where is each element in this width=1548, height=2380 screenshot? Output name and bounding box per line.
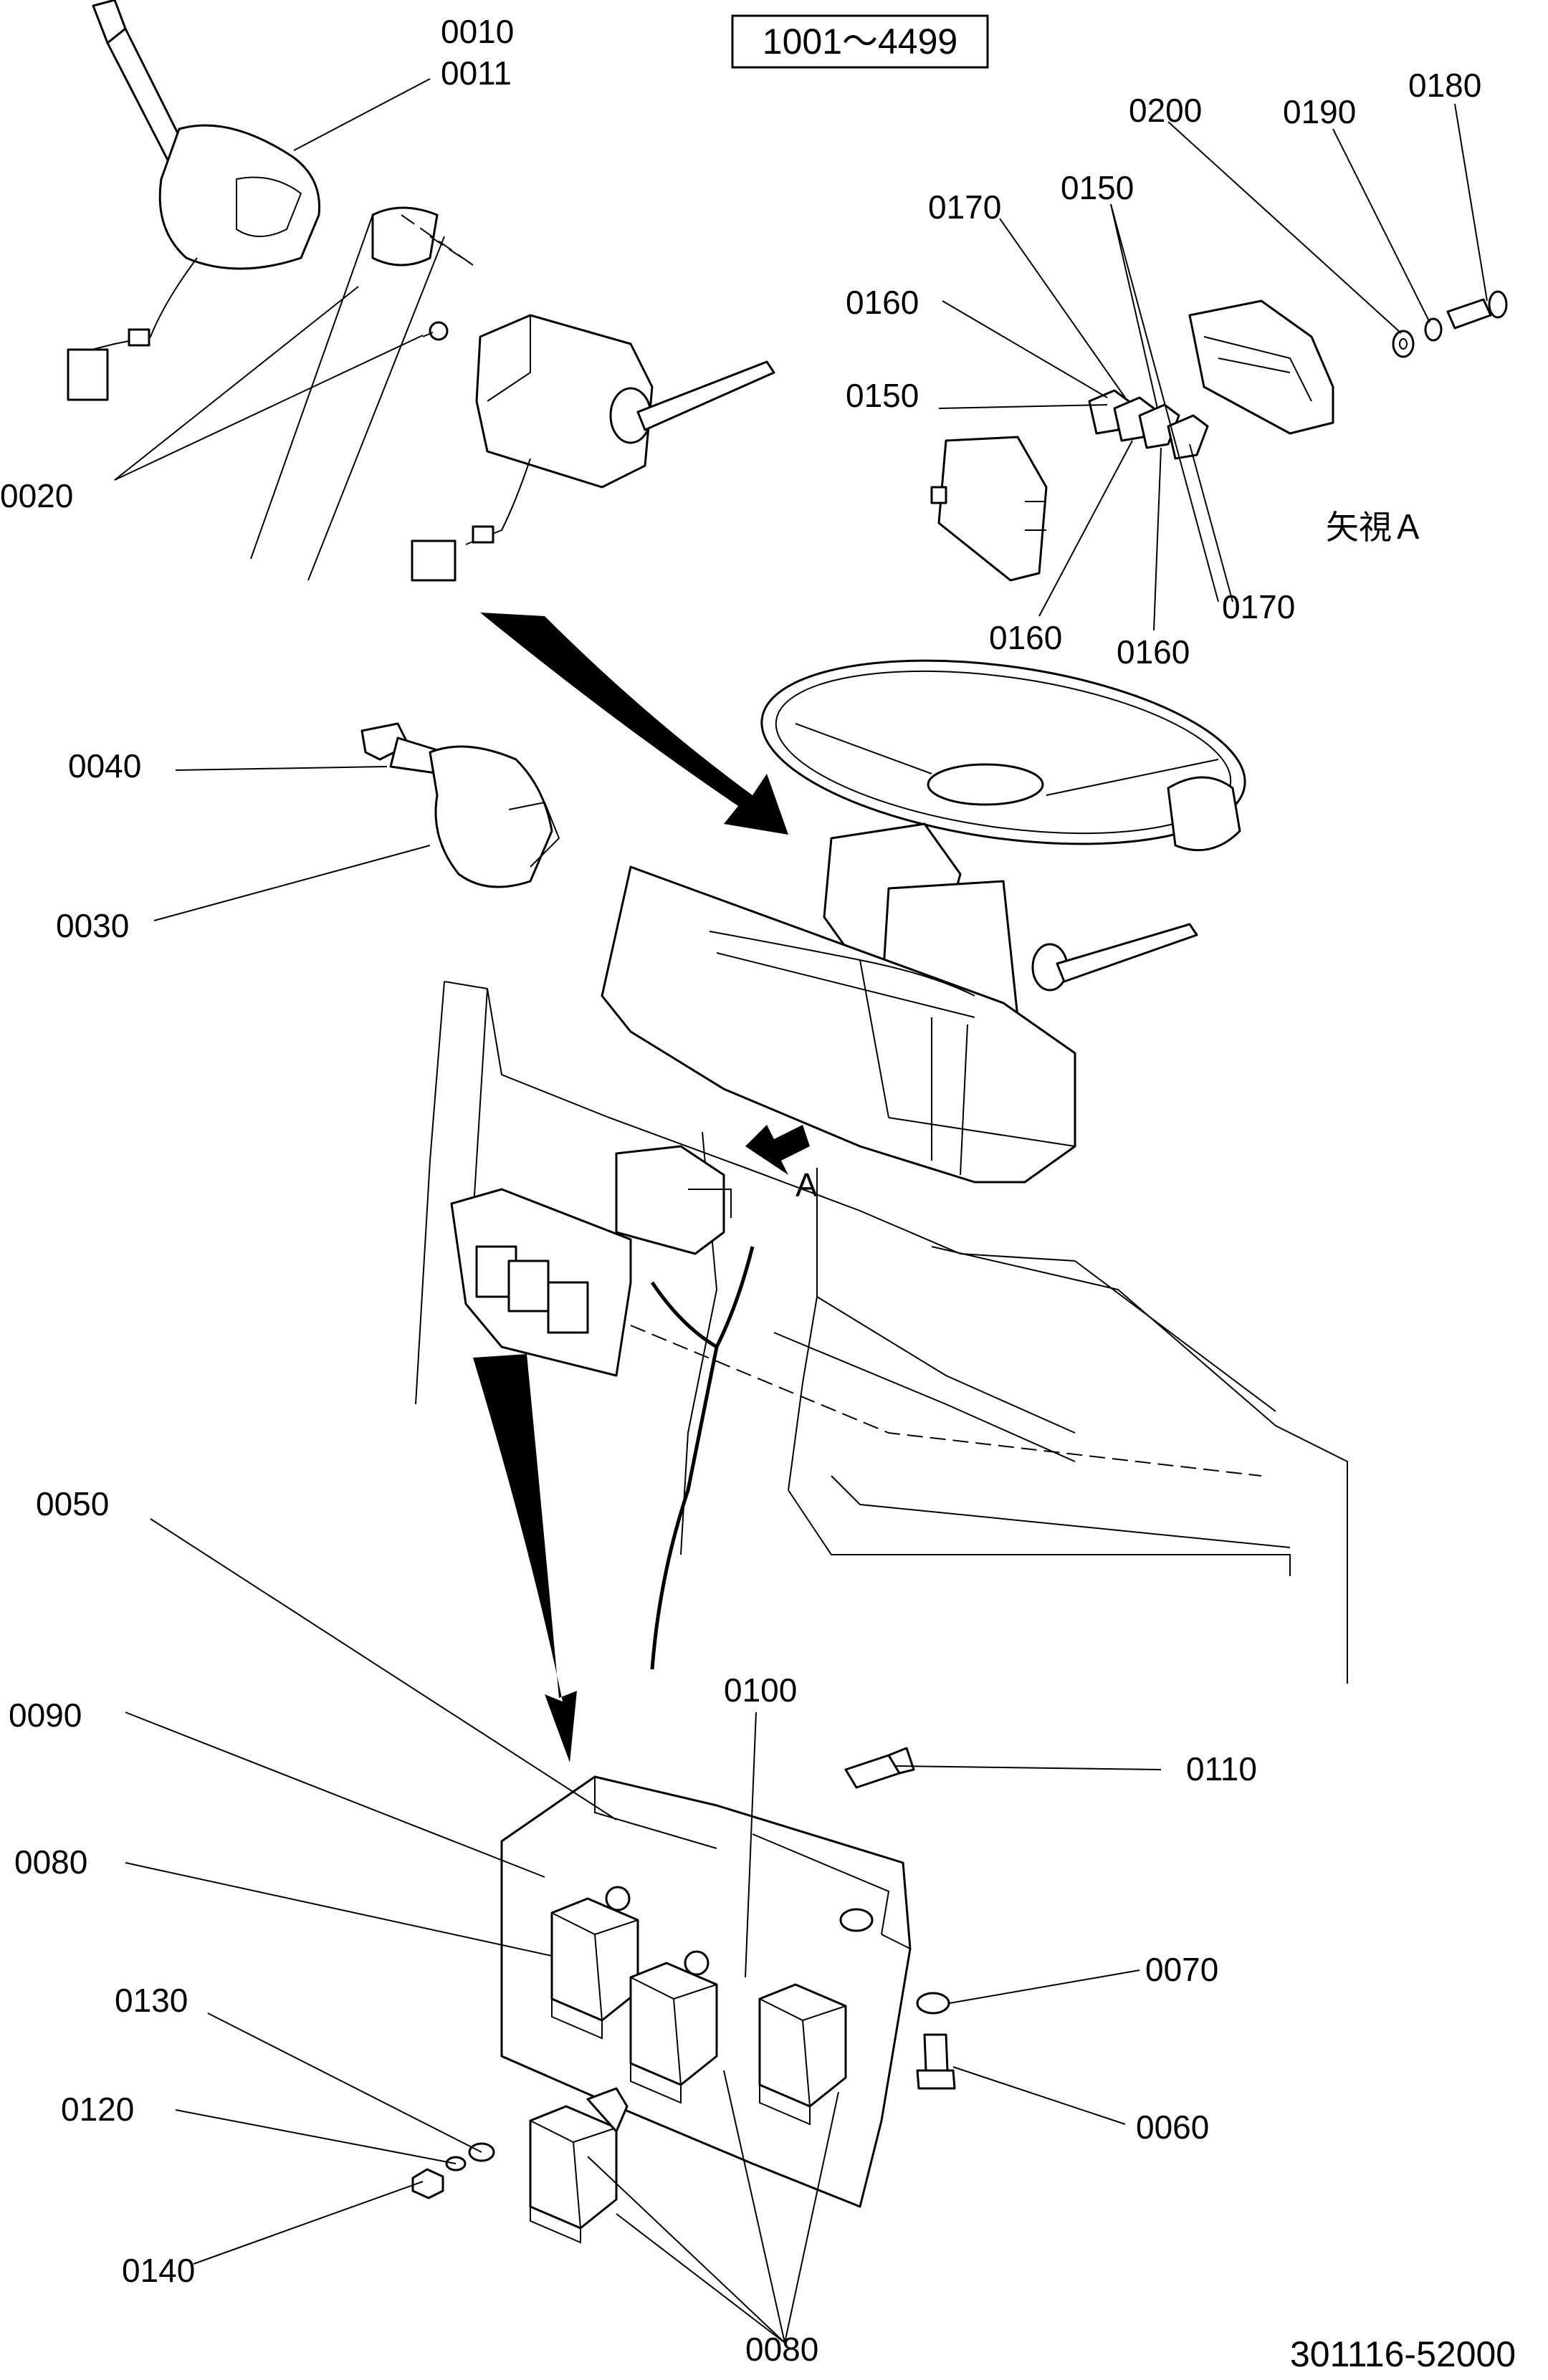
callout-0011: 0011: [441, 54, 512, 92]
callout-0080-left: 0080: [14, 1843, 87, 1881]
leader-lines: [114, 78, 1488, 2343]
callout-0130: 0130: [115, 1982, 188, 2019]
serial-range: 1001～4499: [763, 21, 957, 62]
callout-0040: 0040: [68, 747, 141, 784]
callout-0030: 0030: [56, 907, 129, 944]
relay-4: [529, 2087, 629, 2244]
screw-icon: [1446, 290, 1508, 330]
callout-0200: 0200: [1129, 92, 1202, 129]
fuse-block: [930, 389, 1209, 582]
lock-washer-icon: [1424, 317, 1443, 342]
callout-0160-bottom-a: 0160: [989, 619, 1062, 656]
relay-1: [550, 1886, 639, 2040]
callout-0160-bottom-b: 0160: [1117, 633, 1190, 671]
callout-0060: 0060: [1136, 2108, 1209, 2146]
screw-icon: [422, 321, 449, 341]
flow-arrow-upper: [480, 613, 788, 835]
callout-0150-top: 0150: [1061, 169, 1134, 206]
callout-0160-left: 0160: [846, 284, 919, 321]
view-arrow-label: A: [796, 1166, 818, 1204]
lighting-switch: [411, 314, 775, 582]
nut-icon: [411, 2168, 444, 2199]
callout-labels: 0010 0011 0020 0030 0040 0050 0060 0070 …: [0, 13, 1516, 2374]
callout-0110: 0110: [1186, 1750, 1257, 1788]
washer-icon: [1392, 330, 1415, 358]
callout-0170-top: 0170: [928, 188, 1001, 226]
relay-2: [629, 1950, 718, 2104]
flow-arrow-lower: [473, 1354, 577, 1762]
spring-washer-icon: [916, 1992, 950, 2015]
view-a-arrow: [745, 1125, 810, 1175]
callout-0100: 0100: [724, 1671, 797, 1709]
callout-0050: 0050: [36, 1485, 109, 1522]
combination-switch: [67, 0, 474, 581]
bolt-icon: [844, 1747, 915, 1789]
drawing-number: 301116-52000: [1290, 2334, 1516, 2374]
callout-0170-bottom: 0170: [1222, 588, 1295, 625]
callout-0180: 0180: [1408, 67, 1481, 104]
callout-0140: 0140: [122, 2252, 195, 2289]
key-switch: [360, 722, 560, 888]
view-a-label: 矢視Ａ: [1326, 509, 1425, 546]
callout-0190: 0190: [1283, 93, 1356, 130]
relay-block-installed: [450, 1145, 732, 1377]
bolt-icon: [916, 2033, 956, 2090]
callout-0010: 0010: [441, 13, 514, 50]
steering-wheel: [760, 659, 1246, 852]
callout-0150-left: 0150: [846, 377, 919, 414]
callout-0090: 0090: [9, 1697, 82, 1734]
relay-3: [758, 1983, 847, 2126]
callout-0120: 0120: [61, 2091, 134, 2128]
callout-0080-bottom: 0080: [745, 2331, 818, 2368]
serial-range-box: 1001～4499: [731, 14, 989, 69]
relay-base-view-a: [1188, 290, 1508, 435]
dashboard-console: [415, 865, 1348, 1684]
callout-0070: 0070: [1145, 1951, 1218, 1988]
callout-0020: 0020: [0, 477, 73, 514]
